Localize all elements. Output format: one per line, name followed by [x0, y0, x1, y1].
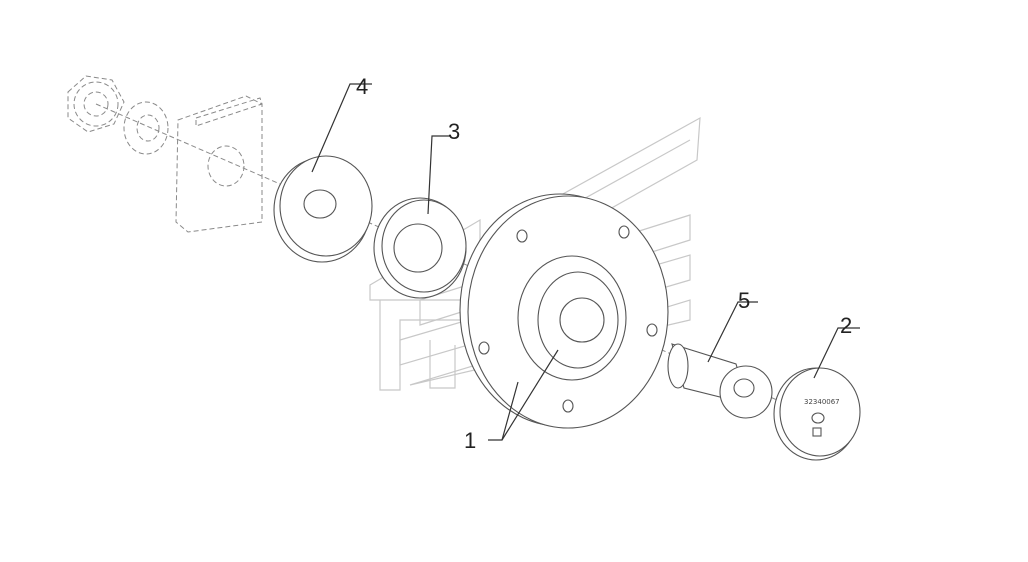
part-4-washer	[273, 155, 373, 263]
callout-4: 4	[356, 74, 368, 99]
callout-1: 1	[464, 428, 476, 453]
leader-lines	[311, 83, 860, 441]
part-2-cap: 32340067	[773, 367, 861, 461]
callout-5: 5	[738, 288, 750, 313]
phantom-bracket	[175, 95, 263, 233]
phantom-nut	[67, 75, 125, 133]
part-1-flanged-hub	[459, 193, 669, 429]
cap-marking-text: 32340067	[804, 398, 840, 406]
phantom-washer	[123, 101, 169, 155]
callout-2: 2	[840, 313, 852, 338]
callout-3: 3	[448, 119, 460, 144]
part-5-bolt	[667, 343, 773, 419]
part-3-seal-ring	[373, 197, 467, 299]
